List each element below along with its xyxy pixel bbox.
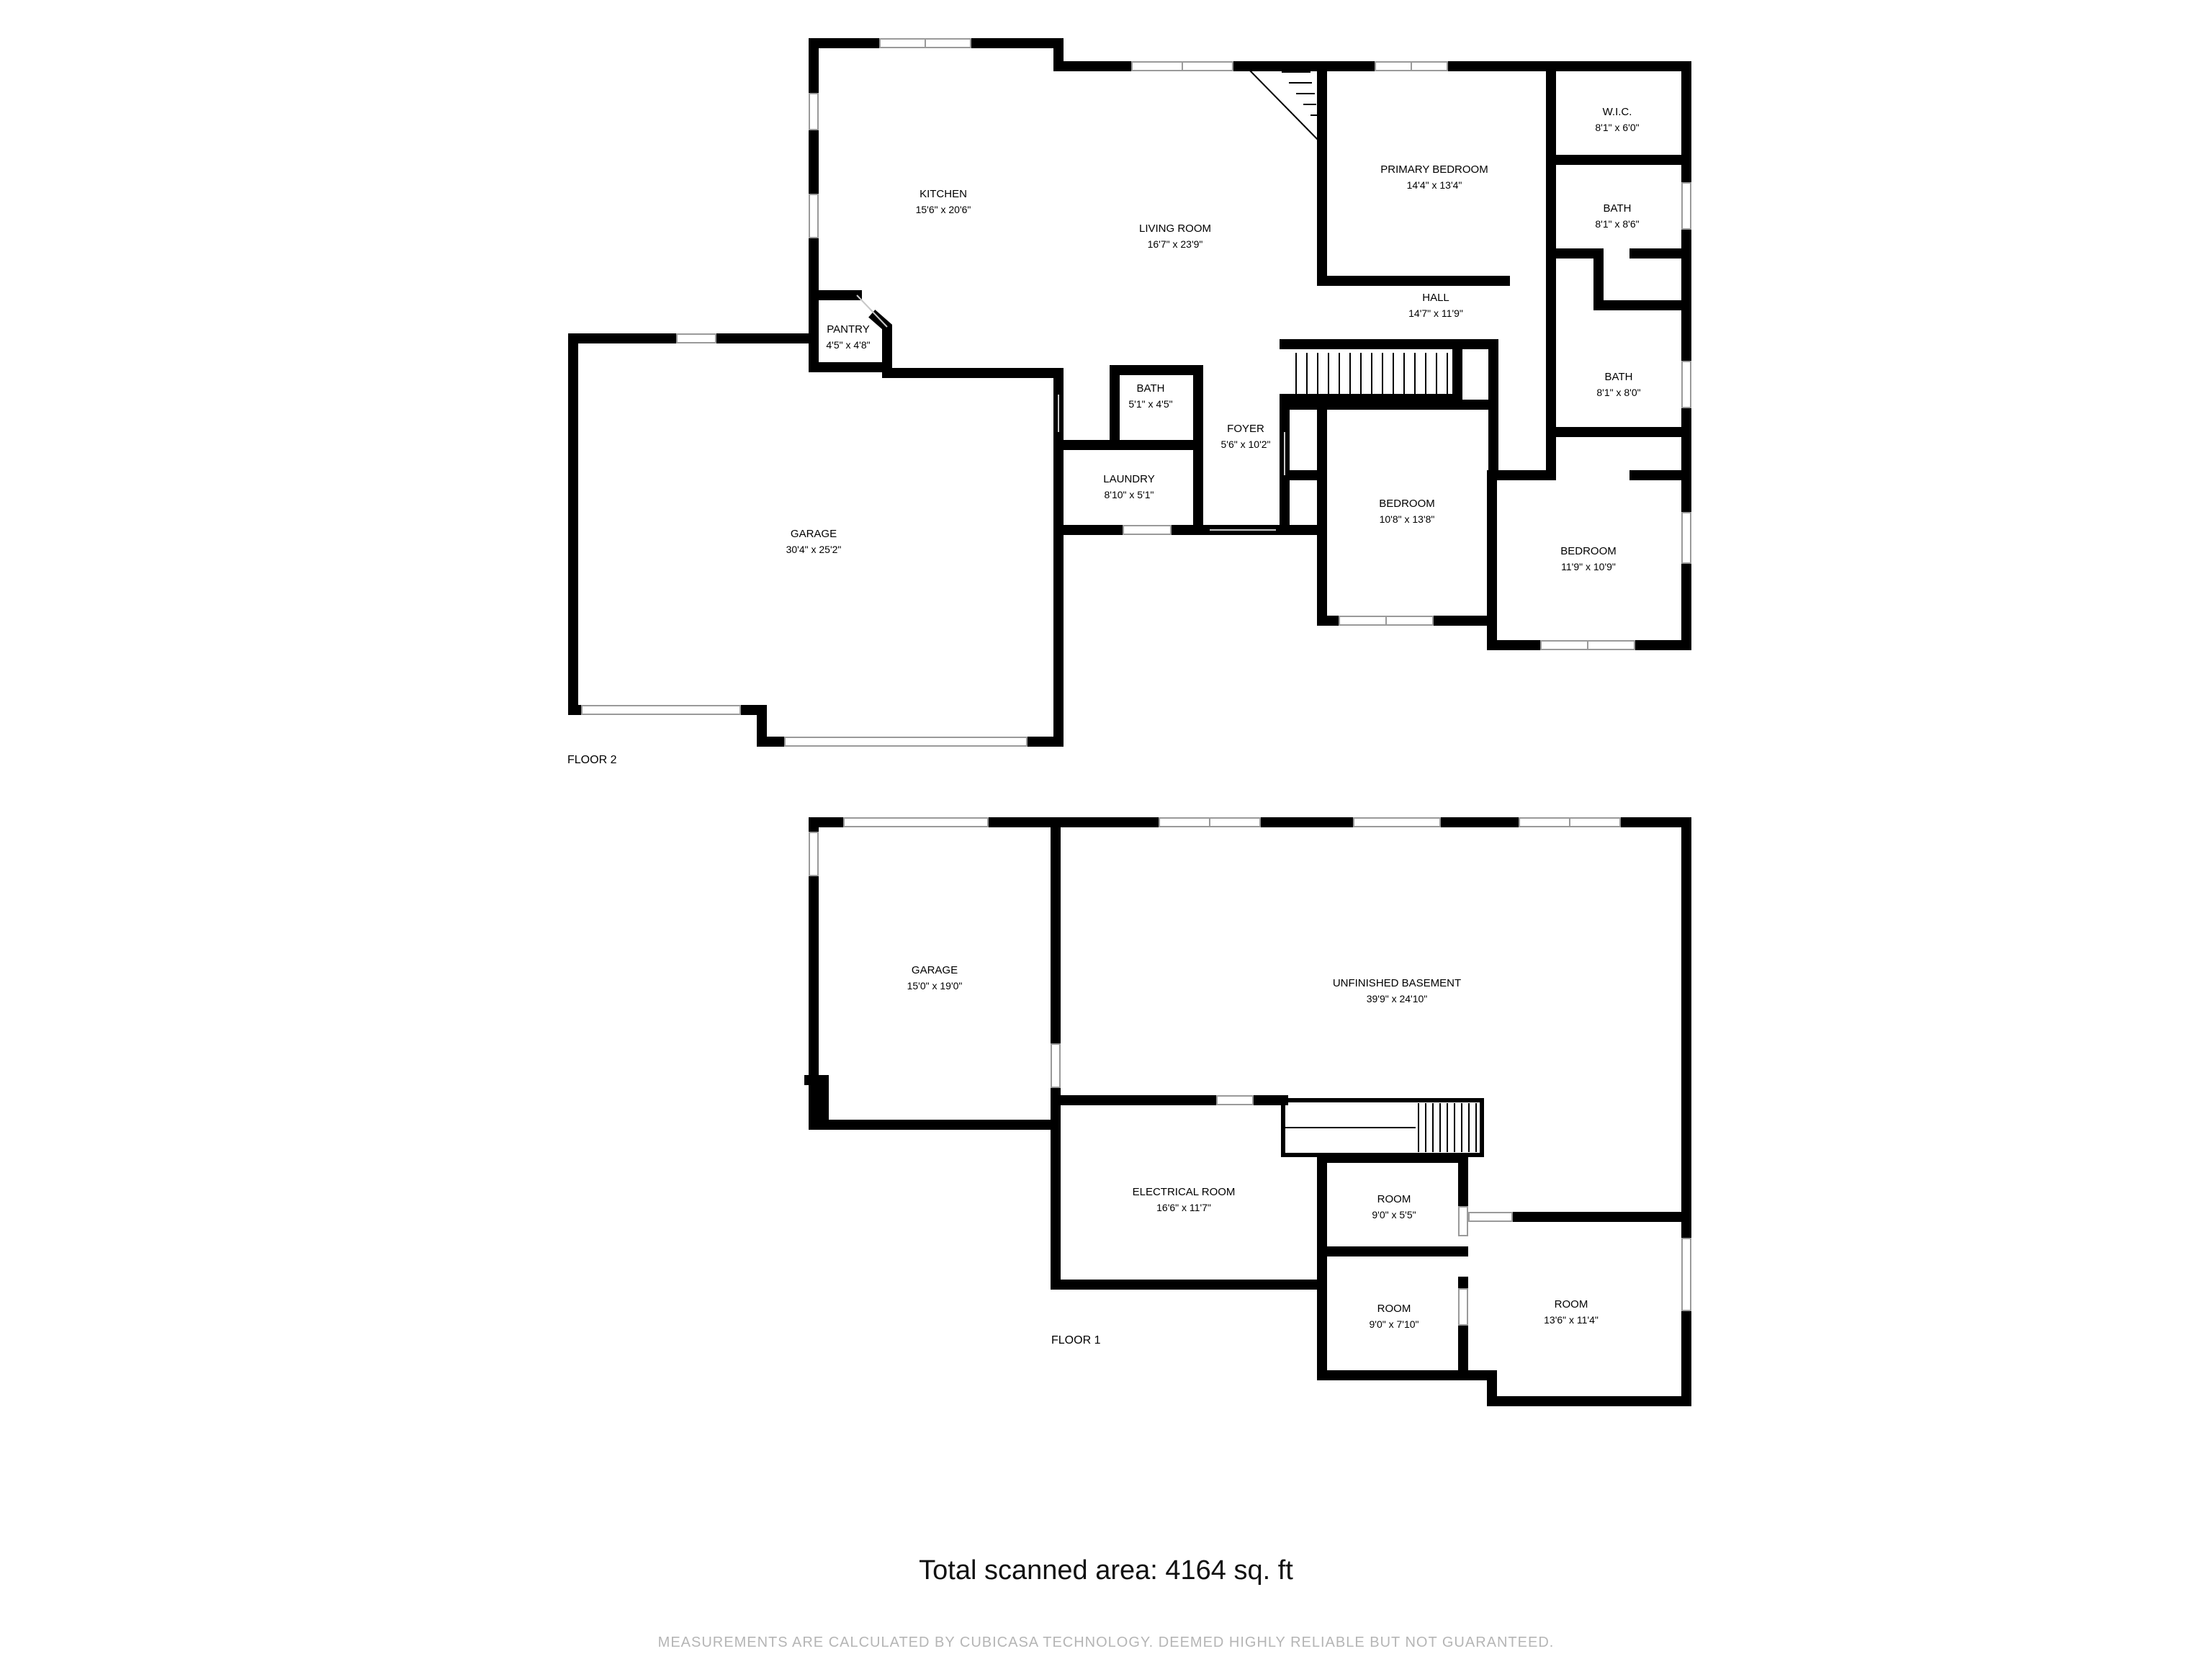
room-name: GARAGE: [791, 528, 837, 540]
room-label-bedroom-2: BEDROOM 11'9" x 10'9": [1560, 545, 1617, 572]
room-label-electrical-room: ELECTRICAL ROOM 16'6" x 11'7": [1133, 1186, 1236, 1213]
room-dimensions: 8'1" x 8'6": [1595, 218, 1639, 230]
room-dimensions: 8'10" x 5'1": [1105, 489, 1154, 500]
room-dimensions: 5'1" x 4'5": [1128, 398, 1172, 410]
room-dimensions: 16'7" x 23'9": [1148, 238, 1203, 250]
room-name: BATH: [1605, 371, 1633, 383]
room-name: BATH: [1604, 202, 1632, 215]
floor-2-wall-wic: [1546, 61, 1691, 365]
floor-2-wall-foyer: [1053, 472, 1327, 535]
floor-1-plan: GARAGE 15'0" x 19'0" UNFINISHED BASEMENT…: [804, 817, 1691, 1406]
room-label-wic: W.I.C. 8'1" x 6'0": [1595, 106, 1639, 133]
room-label-room-small-2: ROOM 9'0" x 7'10": [1370, 1303, 1419, 1330]
room-label-hall: HALL 14'7" x 11'9": [1408, 292, 1463, 319]
floor-2-stairs: [1245, 66, 1448, 396]
room-dimensions: 8'1" x 8'0": [1596, 387, 1640, 398]
room-dimensions: 13'6" x 11'4": [1544, 1314, 1599, 1326]
disclaimer: MEASUREMENTS ARE CALCULATED BY CUBICASA …: [657, 1635, 1555, 1650]
room-name: PRIMARY BEDROOM: [1380, 163, 1488, 176]
floor-1-wall-garage-corner: [804, 1075, 829, 1130]
floor-2-wall-bath-lower: [1546, 346, 1691, 473]
room-name: W.I.C.: [1603, 106, 1632, 118]
room-dimensions: 9'0" x 7'10": [1370, 1318, 1419, 1330]
floor-2-wall-bedroom-2: [1487, 470, 1691, 650]
room-label-bath-small: BATH 5'1" x 4'5": [1128, 382, 1172, 410]
floor-2-wall-kitchen-bottom: [882, 368, 1064, 535]
room-dimensions: 10'8" x 13'8": [1380, 513, 1435, 525]
room-label-laundry: LAUNDRY 8'10" x 5'1": [1103, 473, 1154, 500]
floor-1-stairs: [1285, 1103, 1477, 1152]
room-dimensions: 30'4" x 25'2": [786, 544, 842, 555]
floor-1-wall-outer: [809, 817, 1691, 1406]
room-dimensions: 5'6" x 10'2": [1221, 439, 1271, 450]
room-name: ROOM: [1377, 1303, 1411, 1315]
floor-1-label: FLOOR 1: [1051, 1334, 1101, 1346]
floor-2-wall-bedroom-1: [1280, 400, 1497, 626]
room-label-room-large: ROOM 13'6" x 11'4": [1544, 1298, 1599, 1326]
room-label-bath-hall: BATH 8'1" x 8'0": [1596, 371, 1640, 398]
room-name: ROOM: [1377, 1193, 1411, 1205]
room-label-foyer: FOYER 5'6" x 10'2": [1221, 423, 1271, 450]
floor-2-doors: [856, 295, 1285, 531]
floor-1-wall-stair-box: [1281, 1098, 1484, 1157]
room-label-garage-floor-2: GARAGE 30'4" x 25'2": [786, 528, 842, 555]
floor-2-wall-bath-small: [1053, 365, 1203, 535]
floor-2-plan: KITCHEN 15'6" x 20'6" LIVING ROOM 16'7" …: [567, 38, 1691, 766]
room-label-pantry: PANTRY 4'5" x 4'8": [826, 323, 870, 351]
room-name: BATH: [1137, 382, 1165, 395]
room-label-bedroom-1: BEDROOM 10'8" x 13'8": [1379, 498, 1435, 525]
room-dimensions: 14'4" x 13'4": [1407, 179, 1462, 191]
room-name: HALL: [1422, 292, 1449, 304]
room-name: LAUNDRY: [1103, 473, 1154, 485]
floor-2-wall-garage: [568, 333, 1064, 747]
floor-2-windows: [581, 38, 1691, 747]
room-name: UNFINISHED BASEMENT: [1333, 977, 1461, 989]
floor-2-wall-primary-bedroom: [1317, 61, 1510, 286]
room-label-living-room: LIVING ROOM 16'7" x 23'9": [1139, 222, 1211, 250]
room-dimensions: 11'9" x 10'9": [1561, 561, 1616, 572]
floor-1-windows: [809, 817, 1691, 1326]
room-label-primary-bedroom: PRIMARY BEDROOM 14'4" x 13'4": [1380, 163, 1488, 191]
room-dimensions: 9'0" x 5'5": [1372, 1209, 1416, 1220]
floor-2-label: FLOOR 2: [567, 754, 617, 766]
room-name: KITCHEN: [920, 188, 967, 200]
room-name: BEDROOM: [1379, 498, 1435, 510]
room-label-room-small-1: ROOM 9'0" x 5'5": [1372, 1193, 1416, 1220]
room-dimensions: 8'1" x 6'0": [1595, 122, 1639, 133]
room-name: ROOM: [1555, 1298, 1588, 1310]
floor-2-wall-stairs: [1280, 339, 1498, 482]
floor-1-wall-small-rooms: [1317, 1153, 1468, 1380]
room-label-garage-floor-1: GARAGE 15'0" x 19'0": [907, 964, 963, 992]
room-name: BEDROOM: [1560, 545, 1617, 557]
room-name: PANTRY: [827, 323, 869, 336]
room-label-kitchen: KITCHEN 15'6" x 20'6": [916, 188, 971, 215]
room-name: ELECTRICAL ROOM: [1133, 1186, 1236, 1198]
room-label-unfinished-basement: UNFINISHED BASEMENT 39'9" x 24'10": [1333, 977, 1461, 1004]
room-name: FOYER: [1227, 423, 1264, 435]
room-dimensions: 14'7" x 11'9": [1408, 307, 1463, 319]
room-dimensions: 16'6" x 11'7": [1156, 1202, 1211, 1213]
room-label-bath-primary: BATH 8'1" x 8'6": [1595, 202, 1639, 230]
room-dimensions: 15'0" x 19'0": [907, 980, 963, 992]
room-name: GARAGE: [912, 964, 958, 976]
floor-2-wall-bath-upper: [1546, 248, 1691, 310]
room-name: LIVING ROOM: [1139, 222, 1211, 235]
room-dimensions: 39'9" x 24'10": [1367, 993, 1428, 1004]
total-area: Total scanned area: 4164 sq. ft: [919, 1555, 1293, 1586]
room-dimensions: 4'5" x 4'8": [826, 339, 870, 351]
room-dimensions: 15'6" x 20'6": [916, 204, 971, 215]
